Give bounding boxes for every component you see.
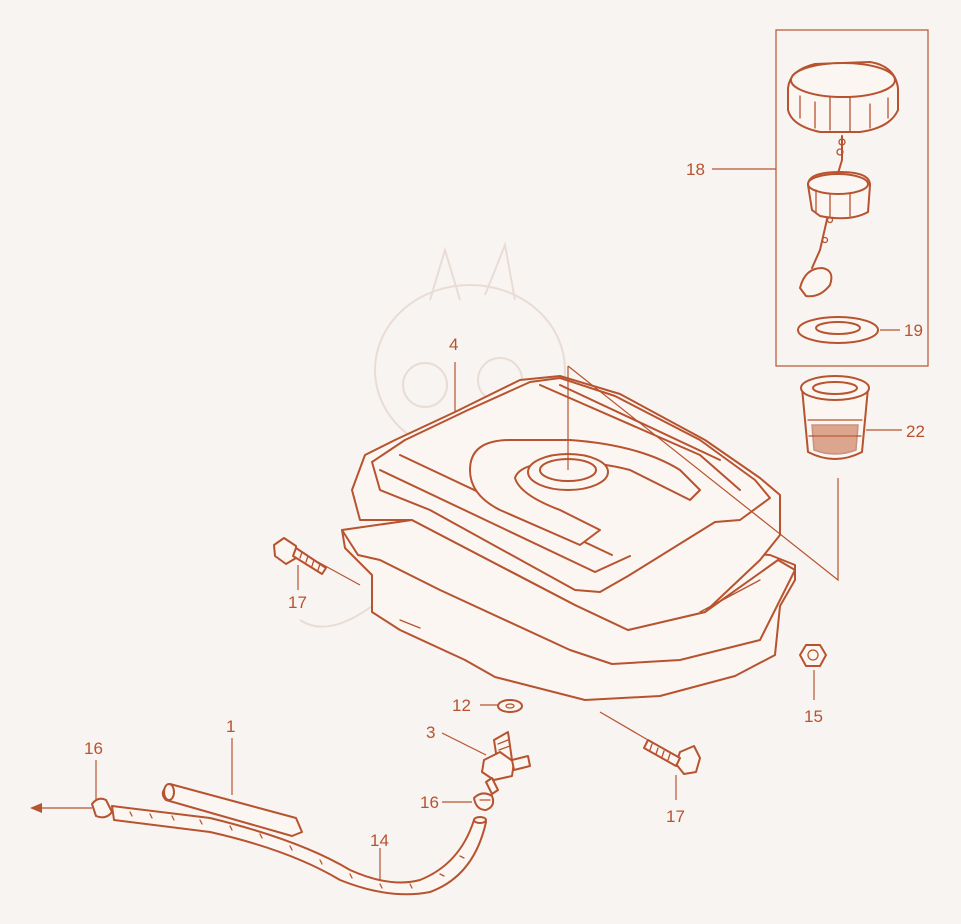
cap-gasket [797, 316, 879, 344]
label-fuel-tank: 4 [449, 335, 458, 354]
label-fuel-line: 1 [226, 717, 235, 736]
fuel-line [161, 783, 303, 837]
cap-chain [799, 135, 871, 298]
label-filler-cap-assembly: 18 [686, 160, 705, 179]
filler-cap [787, 61, 899, 133]
label-valve-washer: 12 [452, 696, 471, 715]
label-bolt-right: 17 [666, 807, 685, 826]
valve-washer [497, 699, 523, 713]
label-fuel-tube: 14 [370, 831, 389, 850]
cap-assembly-frame [775, 29, 929, 367]
fuel-strainer [800, 375, 870, 460]
leader-lines [95, 168, 902, 880]
label-bolt-left: 17 [288, 593, 307, 612]
fuel-tube [111, 805, 487, 896]
label-fuel-strainer: 22 [906, 422, 925, 441]
label-tube-clip-left: 16 [84, 739, 103, 758]
fuel-valve [481, 731, 531, 795]
label-tank-nut: 15 [804, 707, 823, 726]
label-fuel-valve: 3 [426, 723, 435, 742]
flow-arrow-icon [30, 803, 92, 813]
label-cap-gasket: 19 [904, 321, 923, 340]
tube-clip-valve [473, 792, 495, 811]
tube-clip-left [91, 797, 113, 819]
bolt-left [273, 537, 327, 575]
tank-nut [799, 644, 827, 667]
bolt-right [643, 739, 701, 775]
part-labels: 1 3 4 12 14 15 16 16 17 17 18 19 22 [84, 160, 925, 850]
label-tube-clip-valve: 16 [420, 793, 439, 812]
fuel-tank [341, 375, 796, 701]
